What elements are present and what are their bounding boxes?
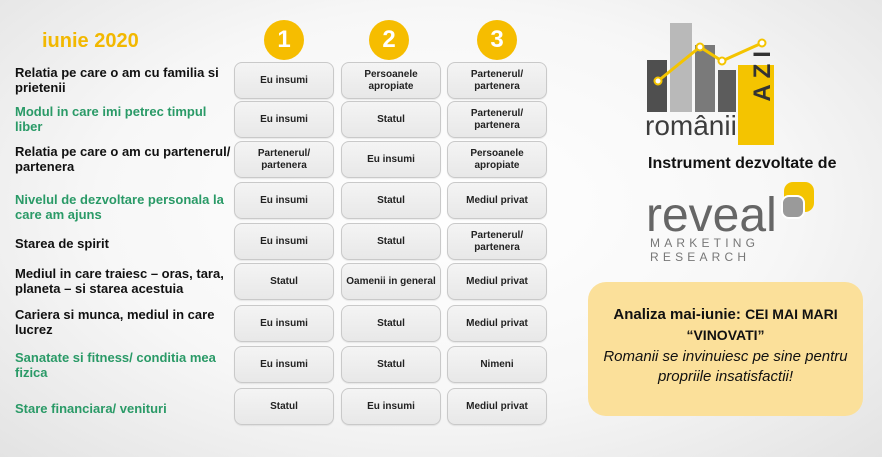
reveal-logo-word: reveal: [646, 189, 777, 242]
column-number-3: 3: [477, 20, 517, 60]
analysis-callout: Analiza mai-iunie: CEI MAI MARI “VINOVAT…: [588, 282, 863, 416]
row-label: Sanatate si fitness/ conditia mea fizica: [15, 350, 216, 380]
rank-cell-col3: Partenerul/ partenera: [447, 101, 547, 138]
rank-cell-col1: Statul: [234, 263, 334, 300]
logo-text-azi: AZI: [749, 45, 776, 102]
rank-cell-col3: Mediul privat: [447, 263, 547, 300]
row-label: Stare financiara/ venituri: [15, 400, 167, 416]
callout-heading-lead: Analiza mai-iunie:: [613, 306, 741, 323]
row-label: Cariera si munca, mediul in care lucrez: [15, 307, 215, 337]
rank-cell-col2: Persoanele apropiate: [341, 62, 441, 99]
rank-cell-col2: Statul: [341, 223, 441, 260]
rank-cell-col2: Oamenii in general: [341, 263, 441, 300]
reveal-logo-mark: [780, 180, 820, 225]
rank-cell-col1: Eu insumi: [234, 223, 334, 260]
callout-body: Romanii se invinuiesc pe sine pentru pro…: [603, 348, 848, 385]
instrument-caption: Instrument dezvoltate de: [648, 155, 837, 172]
rank-cell-col3: Partenerul/ partenera: [447, 62, 547, 99]
romanii-azi-logo: românii AZI: [640, 15, 790, 147]
logo-text-romanii: românii: [645, 110, 737, 141]
column-number-2: 2: [369, 20, 409, 60]
row-label: Mediul in care traiesc – oras, tara, pla…: [15, 266, 224, 296]
row-label: Starea de spirit: [15, 235, 109, 251]
row-label: Modul in care imi petrec timpul liber: [15, 104, 207, 134]
rank-cell-col3: Partenerul/ partenera: [447, 223, 547, 260]
rank-cell-col2: Statul: [341, 305, 441, 342]
rank-cell-col1: Eu insumi: [234, 101, 334, 138]
row-label: Nivelul de dezvoltare personala la care …: [15, 192, 224, 222]
rank-cell-col2: Statul: [341, 182, 441, 219]
column-number-1: 1: [264, 20, 304, 60]
rank-cell-col1: Eu insumi: [234, 62, 334, 99]
rank-cell-col2: Statul: [341, 101, 441, 138]
rank-cell-col3: Nimeni: [447, 346, 547, 383]
rank-cell-col3: Persoanele apropiate: [447, 141, 547, 178]
reveal-subtitle-research: RESEARCH: [650, 250, 751, 264]
rank-cell-col2: Statul: [341, 346, 441, 383]
rank-cell-col1: Statul: [234, 388, 334, 425]
rank-cell-col1: Eu insumi: [234, 305, 334, 342]
page-title: iunie 2020: [42, 30, 139, 52]
rank-cell-col1: Partenerul/ partenera: [234, 141, 334, 178]
rank-cell-col3: Mediul privat: [447, 182, 547, 219]
callout-heading-emphasis: CEI MAI MARI “VINOVATI”: [686, 306, 838, 343]
callout-heading: Analiza mai-iunie: CEI MAI MARI “VINOVAT…: [600, 304, 851, 346]
rank-cell-col2: Eu insumi: [341, 388, 441, 425]
row-label: Relatia pe care o am cu familia si priet…: [15, 65, 219, 95]
rank-cell-col3: Mediul privat: [447, 305, 547, 342]
row-label: Relatia pe care o am cu partenerul/ part…: [15, 144, 231, 174]
rank-cell-col2: Eu insumi: [341, 141, 441, 178]
reveal-subtitle-marketing: MARKETING: [650, 236, 760, 250]
rank-cell-col1: Eu insumi: [234, 346, 334, 383]
rank-cell-col3: Mediul privat: [447, 388, 547, 425]
rank-cell-col1: Eu insumi: [234, 182, 334, 219]
